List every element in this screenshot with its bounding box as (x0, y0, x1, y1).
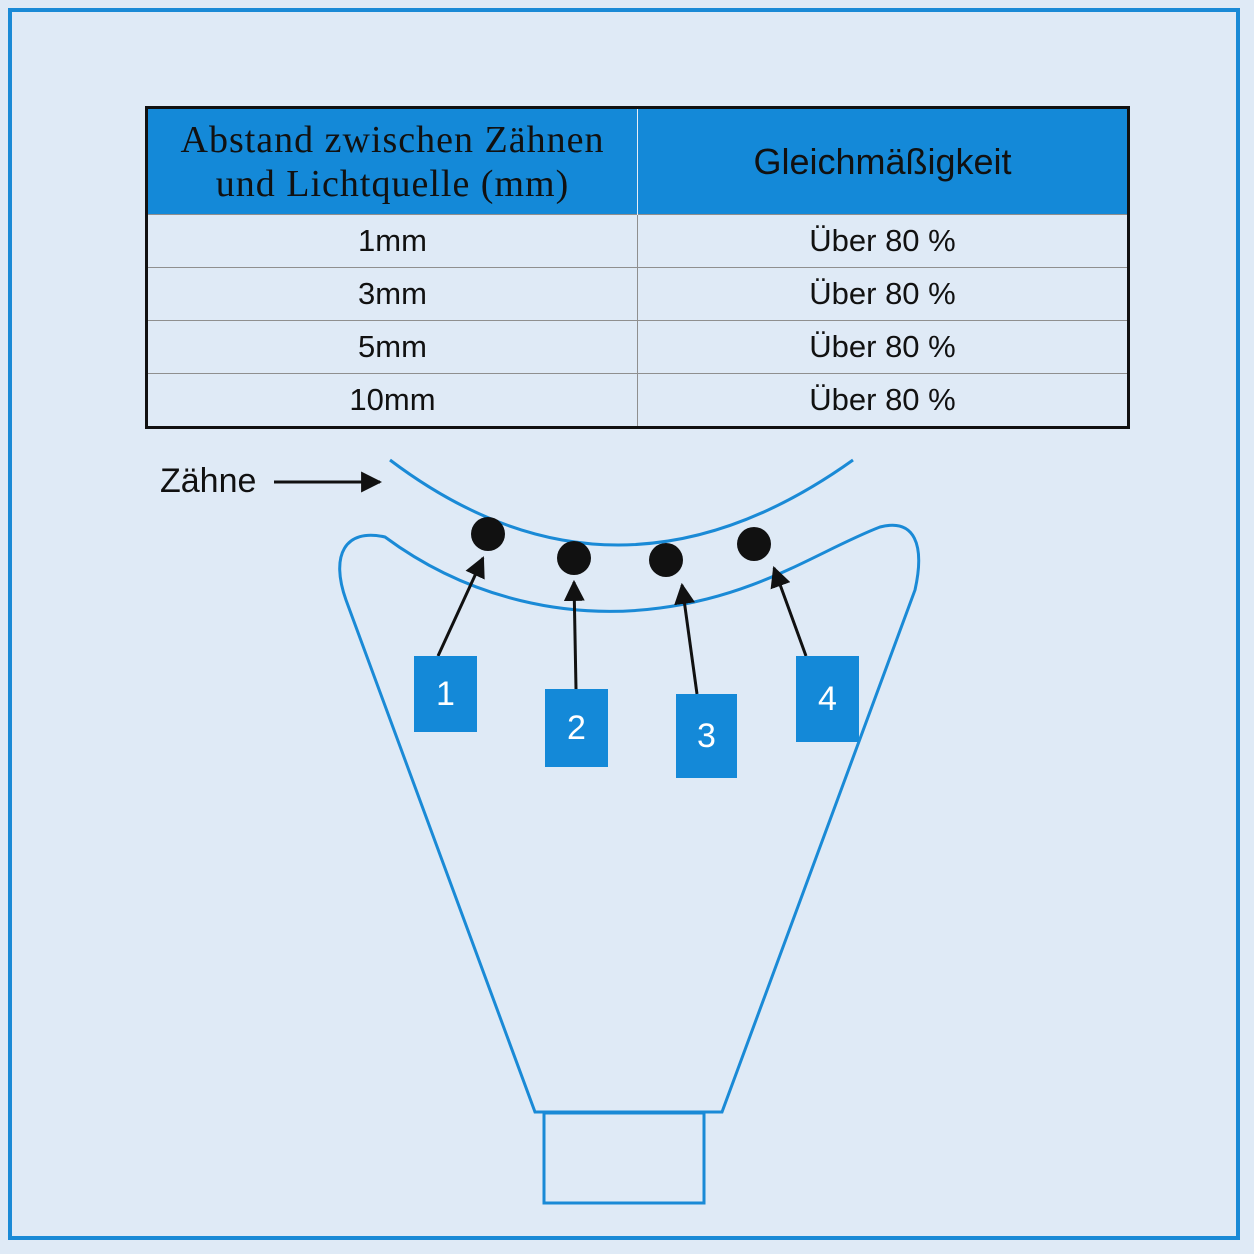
uniformity-cell: Über 80 % (637, 320, 1129, 374)
header-distance: Abstand zwischen Zähnen und Lichtquelle … (146, 107, 638, 215)
point-label-2: 2 (545, 689, 608, 767)
pointer-arrow-4 (770, 566, 808, 657)
distance-cell: 5mm (146, 320, 638, 374)
measurement-point-2 (557, 541, 591, 575)
point-label-3: 3 (676, 694, 737, 778)
measurement-point-1 (471, 517, 505, 551)
table-header-row: Abstand zwischen Zähnen und Lichtquelle … (146, 107, 1129, 215)
point-label-4: 4 (796, 656, 859, 742)
pointer-arrow-1 (436, 556, 485, 657)
table-row: 1mm Über 80 % (146, 214, 1129, 268)
uniformity-table: Abstand zwischen Zähnen und Lichtquelle … (145, 106, 1130, 429)
distance-cell: 3mm (146, 267, 638, 321)
uniformity-cell: Über 80 % (637, 214, 1129, 268)
pointer-arrow-3 (674, 582, 699, 695)
header-distance-line2: und Lichtquelle (mm) (215, 162, 570, 205)
measurement-point-4 (737, 527, 771, 561)
light-guide-outline (338, 523, 921, 1114)
connector-base (542, 1111, 706, 1205)
table-row: 10mm Über 80 % (146, 373, 1129, 428)
distance-cell: 10mm (146, 373, 638, 428)
point-label-1: 1 (414, 656, 477, 732)
measurement-point-3 (649, 543, 683, 577)
distance-cell: 1mm (146, 214, 638, 268)
table-row: 3mm Über 80 % (146, 267, 1129, 321)
uniformity-cell: Über 80 % (637, 373, 1129, 428)
table-row: 5mm Über 80 % (146, 320, 1129, 374)
teeth-label: Zähne (160, 462, 257, 500)
uniformity-cell: Über 80 % (637, 267, 1129, 321)
teeth-arc (389, 458, 854, 547)
header-uniformity: Gleichmäßigkeit (637, 107, 1129, 215)
pointer-arrow-2 (563, 579, 585, 690)
header-distance-line1: Abstand zwischen Zähnen (180, 118, 605, 161)
